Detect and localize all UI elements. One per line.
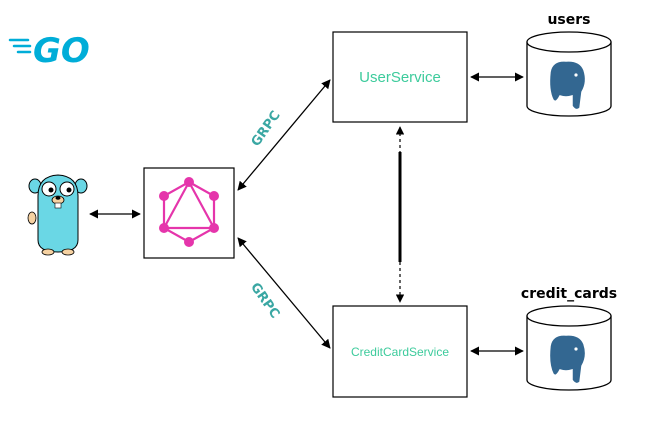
- speed-lines-icon: [8, 38, 32, 54]
- credit-card-service-label: CreditCardService: [351, 345, 449, 359]
- users-database: users: [526, 12, 612, 117]
- grpc-lower-text: GRPC: [247, 280, 282, 321]
- gopher-mascot-icon: [27, 174, 88, 256]
- go-logo-text: GO: [33, 31, 90, 71]
- user-service-label: UserService: [359, 69, 441, 86]
- grpc-upper-text: GRPC: [249, 108, 284, 149]
- grpc-label-lower: GRPC: [247, 280, 282, 321]
- go-logo: GO: [8, 31, 90, 71]
- grpc-label-upper: GRPC: [249, 108, 284, 149]
- credit-card-service-box: CreditCardService: [332, 305, 468, 398]
- graphql-creditservice-connector: [237, 237, 331, 349]
- graphql-gateway-box: [143, 167, 235, 259]
- user-service-box: UserService: [332, 31, 468, 123]
- postgresql-elephant-icon: [548, 334, 587, 385]
- credit-cards-db-label: credit_cards: [521, 286, 617, 302]
- graphql-userservice-connector: [237, 79, 331, 191]
- postgresql-elephant-icon: [548, 60, 587, 111]
- graphql-icon: [159, 177, 219, 247]
- credit-cards-database: credit_cards: [521, 286, 617, 391]
- users-db-label: users: [547, 12, 590, 28]
